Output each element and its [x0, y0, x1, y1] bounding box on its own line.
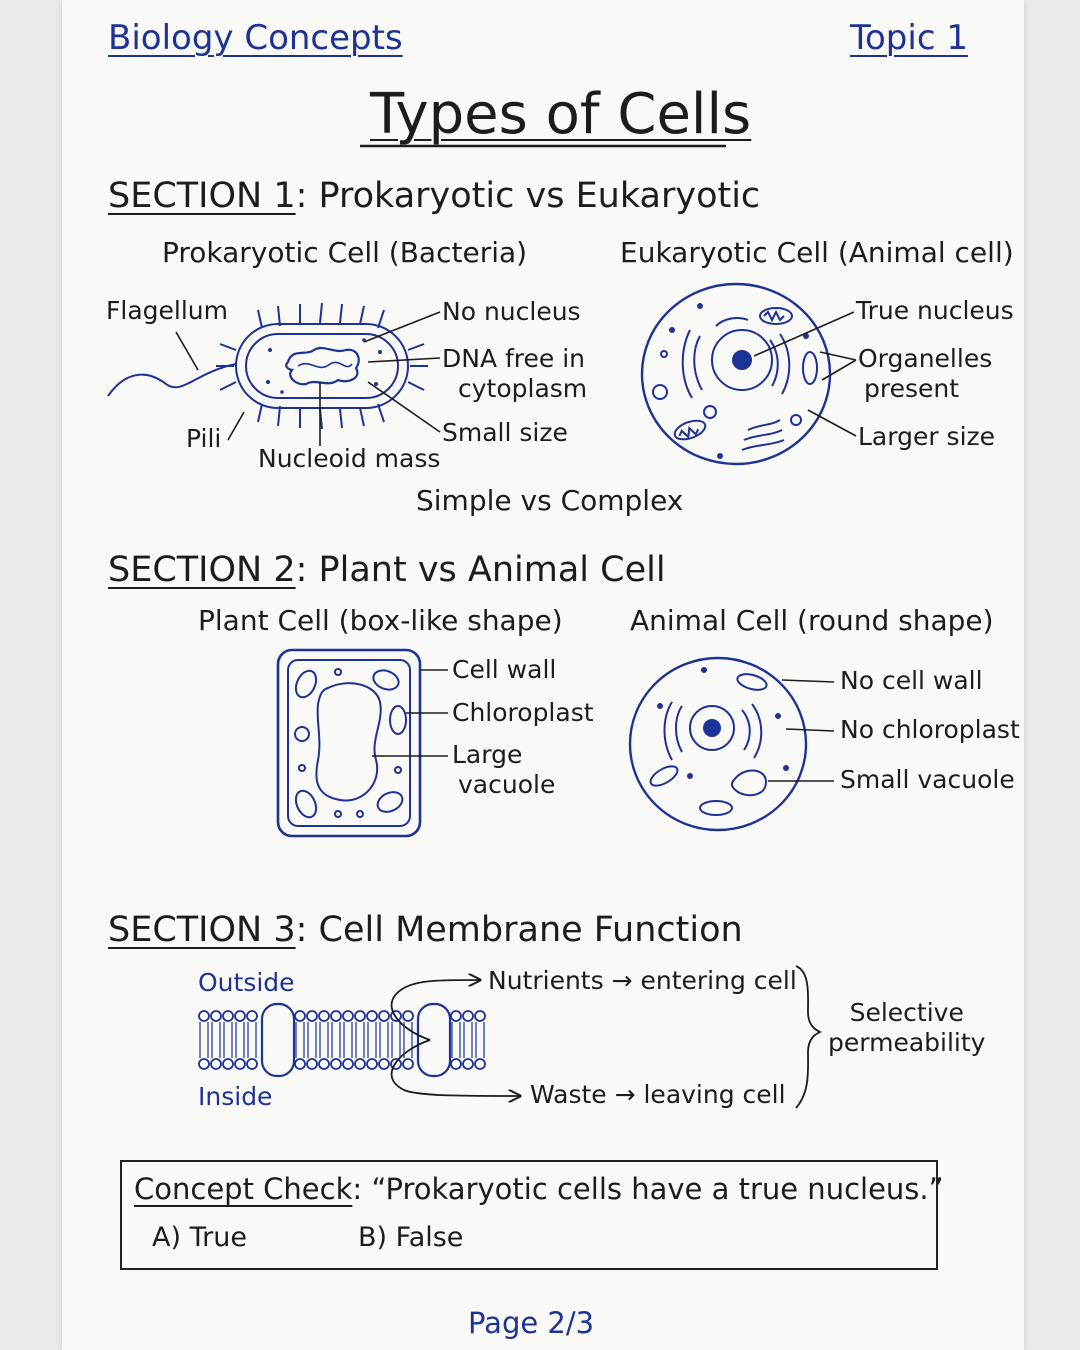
channel-protein-2: [416, 1002, 452, 1078]
selective-line1: Selective: [849, 998, 964, 1027]
concept-check-line: Concept Check: “Prokaryotic cells have a…: [134, 1172, 944, 1206]
eukaryotic-membrane: [640, 282, 832, 466]
plant-cell-wall: [276, 648, 422, 838]
large-vacuole: [315, 682, 382, 802]
label-true-nucleus: True nucleus: [856, 296, 1014, 325]
label-nutrients: Nutrients → entering cell: [488, 966, 797, 995]
animal-mitochondrion-3: [699, 800, 733, 816]
flagellum-tail: [107, 363, 237, 397]
label-nucleoid: Nucleoid mass: [258, 444, 441, 473]
mitochondrion-2: [673, 419, 707, 441]
worksheet-page: [62, 0, 1024, 1350]
prokaryotic-title: Prokaryotic Cell (Bacteria): [162, 236, 528, 269]
cell-wall-outer: [235, 323, 409, 409]
bracket: [795, 965, 823, 1109]
animal-mitochondrion-1: [736, 673, 768, 691]
prokaryotic-leader-lines: [175, 311, 441, 446]
label-cell-wall: Cell wall: [452, 655, 557, 684]
channel-protein-1: [260, 1002, 296, 1078]
animal-nuclear-envelope: [689, 705, 735, 751]
dna-line1: DNA free in: [442, 344, 586, 373]
vacuole-line2: vacuole: [458, 770, 556, 799]
mitochondrion-1: [759, 307, 793, 325]
page-title: Types of Cells: [370, 82, 752, 147]
section1-label: SECTION 1: [108, 176, 296, 216]
animal-nucleolus: [703, 719, 721, 737]
concept-check-label: Concept Check: [134, 1172, 353, 1206]
label-selective-permeability: Selective permeability: [828, 998, 985, 1058]
label-no-cell-wall: No cell wall: [840, 666, 983, 695]
eukaryotic-nuclear-envelope: [711, 329, 773, 391]
label-organelles: Organelles present: [858, 344, 992, 404]
label-pili: Pili: [186, 424, 222, 453]
membrane-arrows: [390, 965, 823, 1109]
eukaryotic-nucleolus: [732, 350, 752, 370]
small-vacuole: [730, 769, 768, 797]
option-a[interactable]: A) True: [152, 1222, 247, 1253]
dna-line2: cytoplasm: [458, 374, 588, 403]
organelles-line2: present: [864, 374, 960, 403]
bilayer-heads-bottom: [198, 1058, 486, 1070]
simple-vs-complex: Simple vs Complex: [416, 484, 684, 517]
topic-header: Topic 1: [850, 18, 968, 58]
bilayer-heads-top: [198, 1010, 486, 1022]
label-large-vacuole: Large vacuole: [452, 740, 555, 800]
selective-line2: permeability: [828, 1028, 986, 1057]
section1-heading: SECTION 1: Prokaryotic vs Eukaryotic: [108, 176, 760, 216]
section3-label: SECTION 3: [108, 910, 296, 950]
nucleoid-dna: [285, 346, 360, 386]
phospholipid-bilayer: [198, 1002, 486, 1078]
section2-heading: SECTION 2: Plant vs Animal Cell: [108, 550, 666, 590]
section3-heading: SECTION 3: Cell Membrane Function: [108, 910, 743, 950]
label-flagellum: Flagellum: [106, 296, 228, 325]
waste-arrow: [390, 1039, 520, 1096]
option-b[interactable]: B) False: [358, 1222, 464, 1253]
plant-cell-membrane: [287, 659, 411, 827]
plant-title: Plant Cell (box-like shape): [198, 604, 563, 637]
section2-colon: :: [295, 550, 319, 590]
page-number: Page 2/3: [468, 1306, 595, 1340]
animal-membrane: [628, 656, 808, 832]
mitochondrion-3: [802, 351, 818, 385]
animal-cell-drawing: [628, 656, 808, 832]
section1-colon: :: [295, 176, 319, 216]
label-no-chloroplast: No chloroplast: [840, 715, 1020, 744]
animal-title: Animal Cell (round shape): [630, 604, 994, 637]
nutrients-arrow: [390, 980, 480, 1041]
label-chloroplast: Chloroplast: [452, 698, 594, 727]
pili-hairs: [216, 302, 428, 430]
section2-label: SECTION 2: [108, 550, 296, 590]
label-outside: Outside: [198, 968, 295, 997]
section3-title: Cell Membrane Function: [318, 910, 743, 950]
cell-membrane-inner: [245, 333, 399, 399]
animal-leader-lines: [768, 679, 835, 782]
label-larger-size: Larger size: [858, 422, 996, 451]
plant-leader-lines: [372, 669, 448, 757]
label-dna-free: DNA free in cytoplasm: [442, 344, 587, 404]
concept-check-box: Concept Check: “Prokaryotic cells have a…: [120, 1160, 944, 1270]
concept-check-colon: :: [352, 1172, 372, 1206]
section1-title: Prokaryotic vs Eukaryotic: [318, 176, 761, 216]
section2-title: Plant vs Animal Cell: [318, 550, 666, 590]
label-waste: Waste → leaving cell: [530, 1080, 786, 1109]
concept-check-statement: “Prokaryotic cells have a true nucleus.”: [371, 1172, 944, 1206]
plant-cell-drawing: [276, 648, 422, 838]
eukaryotic-title: Eukaryotic Cell (Animal cell): [620, 236, 1014, 269]
subject-header: Biology Concepts: [108, 18, 403, 58]
label-inside: Inside: [198, 1082, 273, 1111]
prokaryotic-cell-drawing: [107, 302, 428, 430]
organelles-line1: Organelles: [858, 344, 993, 373]
label-no-nucleus: No nucleus: [442, 297, 581, 326]
label-small-vacuole: Small vacuole: [840, 765, 1015, 794]
vacuole-line1: Large: [452, 740, 523, 769]
section3-colon: :: [295, 910, 319, 950]
label-small-size: Small size: [442, 418, 568, 447]
eukaryotic-leader-lines: [753, 311, 857, 437]
eukaryotic-cell-drawing: [640, 282, 832, 466]
animal-mitochondrion-2: [649, 765, 679, 787]
